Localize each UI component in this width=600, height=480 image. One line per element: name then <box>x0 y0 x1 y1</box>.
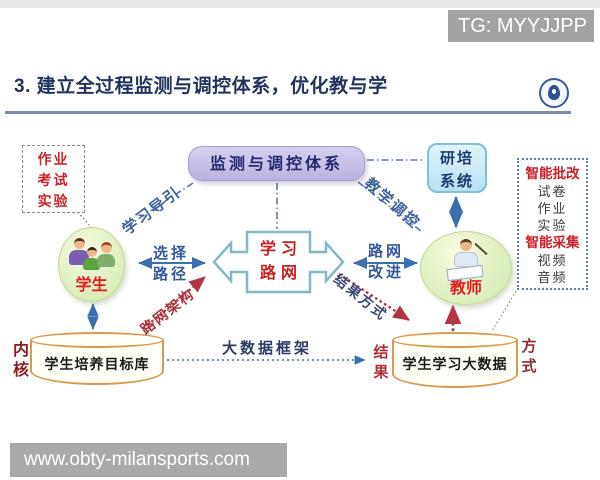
select-line2: 路径 <box>152 266 189 283</box>
seal-emblem-icon <box>548 85 560 100</box>
center-line2: 路网 <box>259 265 302 282</box>
learning-network-label: 学习 路网 <box>247 238 310 286</box>
kernel-label: 内核 <box>12 342 29 379</box>
network-improve-label: 路网 改进 <box>364 241 408 283</box>
smart-item-video: 视频 <box>537 253 568 268</box>
result-label: 结果 <box>373 344 389 381</box>
tg-watermark: TG: MYYJJPP <box>448 10 594 42</box>
method-label: 方式 <box>521 338 537 375</box>
smart-collection-title: 智能采集 <box>525 235 580 250</box>
smart-item-experiment: 实验 <box>537 218 568 233</box>
bottom-watermark: www.obty-milansports.com <box>10 443 287 477</box>
center-line1: 学习 <box>259 241 302 258</box>
student-label: 学生 <box>75 277 108 294</box>
target-db-label: 学生培养目标库 <box>44 356 150 372</box>
improve-line2: 改进 <box>367 264 404 281</box>
title-underline <box>5 111 571 114</box>
research-box-line2: 系统 <box>439 173 474 190</box>
learning-guide-label: 学习导引 <box>119 183 185 239</box>
teaching-control-label: 教学调控 <box>360 174 424 233</box>
research-training-system-box: 研培 系统 <box>427 143 487 193</box>
teacher-node: 教师 <box>420 231 512 305</box>
research-box-line1: 研培 <box>439 150 474 167</box>
slide-title: 3. 建立全过程监测与调控体系，优化教与学 <box>14 76 388 97</box>
smart-item-papers: 试卷 <box>537 184 568 199</box>
student-node: 学生 <box>58 227 125 302</box>
cylinder-top <box>30 332 164 348</box>
line-homework-to-student <box>77 211 90 226</box>
homework-line1: 作业 <box>37 151 70 167</box>
monitor-control-system-box: 监测与调控体系 <box>188 146 365 181</box>
bigdata-framework-label: 大数据框架 <box>222 340 313 357</box>
cylinder-top <box>392 332 518 348</box>
top-strip <box>0 0 600 8</box>
smart-item-homework: 作业 <box>537 201 568 216</box>
student-icon-3 <box>97 242 115 267</box>
homework-exam-experiment-box: 作业 考试 实验 <box>22 145 85 213</box>
university-seal-logo <box>539 78 569 108</box>
improve-line1: 路网 <box>367 243 404 260</box>
cylinder-body <box>392 340 518 388</box>
teacher-label: 教师 <box>449 280 482 297</box>
homework-line3: 实验 <box>37 193 70 209</box>
select-line1: 选择 <box>152 245 189 262</box>
select-path-label: 选择 路径 <box>149 243 193 285</box>
smart-grading-collection-box: 智能批改 试卷 作业 实验 智能采集 视频 音频 <box>517 158 588 290</box>
homework-line2: 考试 <box>37 172 70 188</box>
student-target-database: 学生培养目标库 <box>30 332 164 385</box>
bigdata-db-label: 学生学习大数据 <box>402 356 508 372</box>
student-icon-2 <box>83 247 100 270</box>
student-learning-bigdata: 学生学习大数据 <box>392 332 518 388</box>
smart-grading-title: 智能批改 <box>525 166 580 181</box>
smart-item-audio: 音频 <box>537 270 568 285</box>
